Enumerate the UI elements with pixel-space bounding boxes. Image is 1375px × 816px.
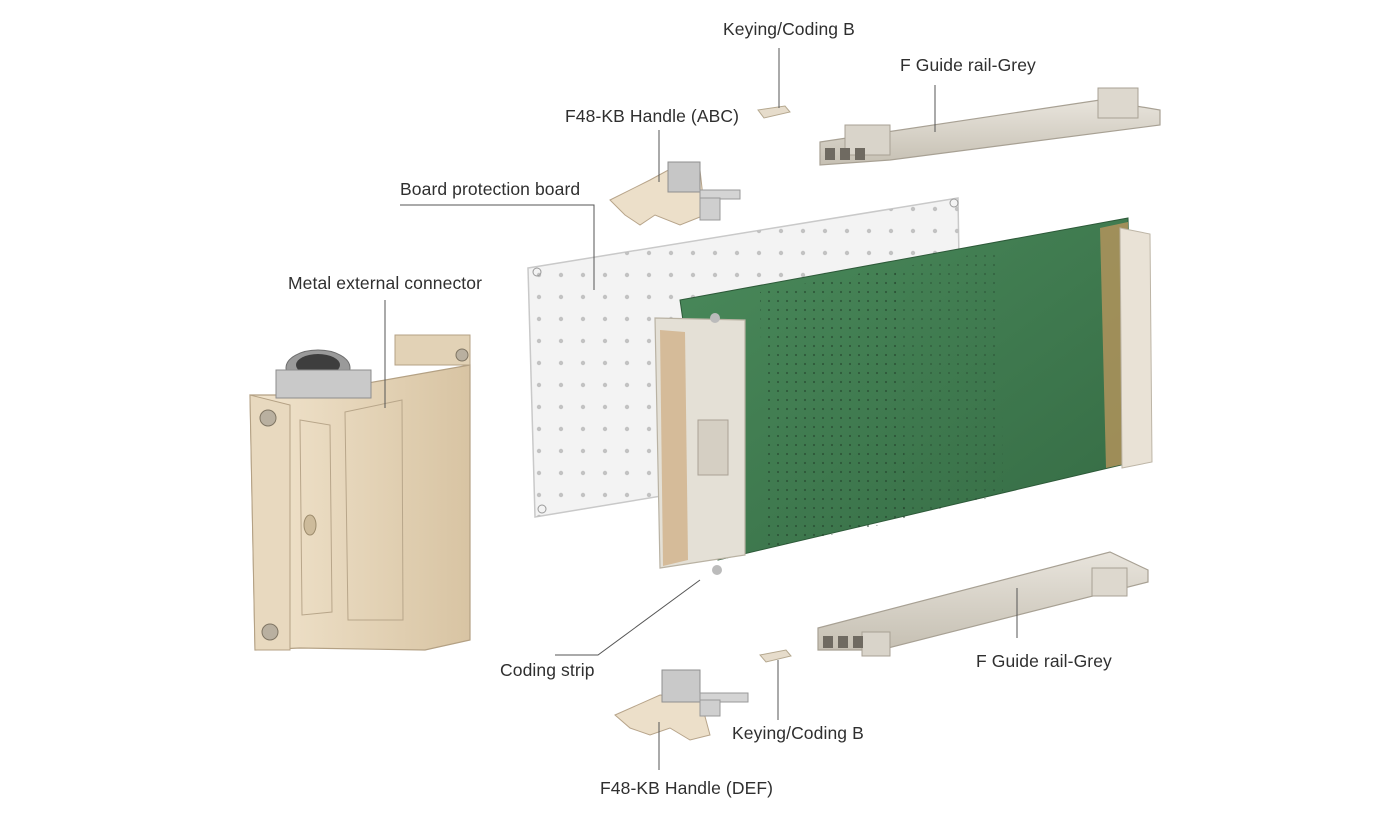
label-handle-abc: F48-KB Handle (ABC) [565,106,740,126]
keying-coding-top-part [757,105,791,119]
handle-def-part [614,669,749,741]
label-keying-coding-bottom: Keying/Coding B [732,723,864,743]
label-metal-external-connector: Metal external connector [288,273,483,293]
leader-coding-strip [555,579,701,656]
label-keying-coding-top: Keying/Coding B [723,19,855,39]
handle-abc-part [609,161,741,226]
guide-rail-bottom-part [817,551,1149,657]
label-handle-def: F48-KB Handle (DEF) [600,778,774,798]
guide-rail-top-part [819,87,1161,166]
label-board-protection: Board protection board [400,179,581,199]
keying-coding-bottom-part [759,649,792,663]
label-guide-rail-top: F Guide rail-Grey [900,55,1036,75]
label-guide-rail-bottom: F Guide rail-Grey [976,651,1112,671]
pcb-edge-connector [1119,227,1153,469]
coding-strip-part [654,313,746,575]
metal-external-connector [249,334,471,651]
pcb-board [679,217,1135,561]
leader-board-protection [400,204,595,290]
leader-lines [384,48,1018,770]
label-coding-strip: Coding strip [500,660,595,680]
